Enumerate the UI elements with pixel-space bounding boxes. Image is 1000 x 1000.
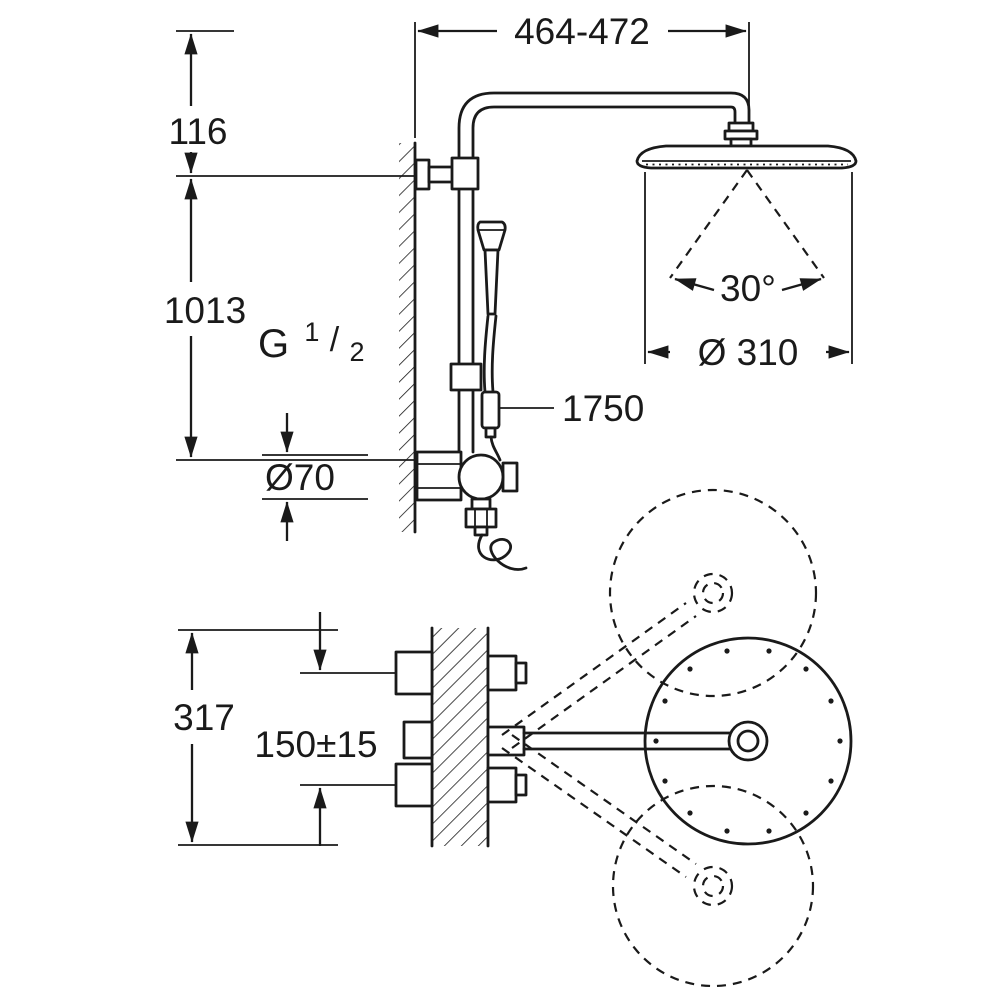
dim-spray-angle-label: 30° xyxy=(720,268,776,309)
head-swivel-top-hub-inner xyxy=(701,581,725,605)
head-shower-plan-hub-inner xyxy=(736,729,760,753)
dim-1013-label: 1013 xyxy=(164,290,246,331)
valve-front-bottom-cap xyxy=(514,773,528,797)
hand-shower-head xyxy=(476,220,507,252)
hose-connector xyxy=(480,390,501,430)
head-swivel-top-hub xyxy=(692,572,734,614)
valve-front-top xyxy=(486,654,518,692)
swivel-arm-bottom xyxy=(511,734,697,865)
dim-hose-length-label: 1750 xyxy=(562,388,644,429)
shower-pipe-outer xyxy=(457,91,751,454)
connection-block-top xyxy=(394,650,434,696)
hand-shower-handle xyxy=(483,248,500,316)
extension-lines xyxy=(176,22,853,846)
dimension-lines xyxy=(184,24,850,846)
valve-outlet-neck xyxy=(470,497,492,511)
hand-shower-hose-right xyxy=(490,314,498,394)
plan-view xyxy=(394,488,853,988)
dim-spray-angle-left-arrow xyxy=(674,277,715,292)
shower-pipe-inner xyxy=(471,105,737,454)
head-swivel-bottom-hub xyxy=(692,865,734,907)
swivel-arm-top xyxy=(501,602,687,736)
dim-spray-angle-right-arrow xyxy=(781,277,822,292)
valve-front-bottom xyxy=(486,766,518,804)
dim-150-label: 150±15 xyxy=(254,724,377,765)
spray-cone-left xyxy=(669,169,748,279)
dim-116-label: 116 xyxy=(169,111,228,152)
thread-size-label: G 1 / 2 xyxy=(258,308,364,367)
head-shower-plan-hub xyxy=(727,720,769,762)
swivel-arm-bottom xyxy=(501,747,687,878)
head-swivel-top-circle xyxy=(608,488,818,698)
head-swivel-bottom-hub-inner xyxy=(701,874,725,898)
spray-cone-right xyxy=(746,169,825,279)
hose-coil xyxy=(477,533,528,571)
valve-front-top-cap xyxy=(514,661,528,685)
wall-bracket-arm xyxy=(427,165,456,184)
connection-block-middle xyxy=(402,720,434,760)
head-swivel-bottom-circle xyxy=(611,784,815,988)
head-shower-nozzle-dots xyxy=(653,648,843,834)
hose-lower-run xyxy=(489,435,502,462)
wall-bracket-clamp xyxy=(450,156,480,191)
wall-hatching xyxy=(399,143,415,532)
head-shower-plan-circle xyxy=(643,636,853,846)
valve-right-connector xyxy=(501,461,519,493)
dim-top-width-label: 464-472 xyxy=(514,11,650,52)
rail-slider-clamp xyxy=(449,362,483,392)
elevation-view xyxy=(399,91,858,571)
hose-connector-tip xyxy=(484,426,497,439)
wall-hatching-plan xyxy=(432,628,488,846)
valve-handle-circle xyxy=(457,453,505,501)
dim-317-label: 317 xyxy=(173,697,235,738)
valve-outlet-tip xyxy=(473,525,489,537)
dim-dia70-label: Ø70 xyxy=(265,457,335,498)
head-shower-side xyxy=(635,144,858,170)
swivel-arm-top xyxy=(511,615,697,749)
dim-dia310-label: Ø 310 xyxy=(698,332,799,373)
hand-shower-hose-left xyxy=(482,314,490,394)
dimension-labels: 464-472 116 1013 G 1 / 2 Ø70 1750 30° Ø … xyxy=(164,11,799,765)
valve-outlet-nut xyxy=(464,507,498,529)
wall-bracket-plate xyxy=(414,158,431,191)
valve-body xyxy=(415,450,463,502)
connection-block-bottom xyxy=(394,762,434,808)
